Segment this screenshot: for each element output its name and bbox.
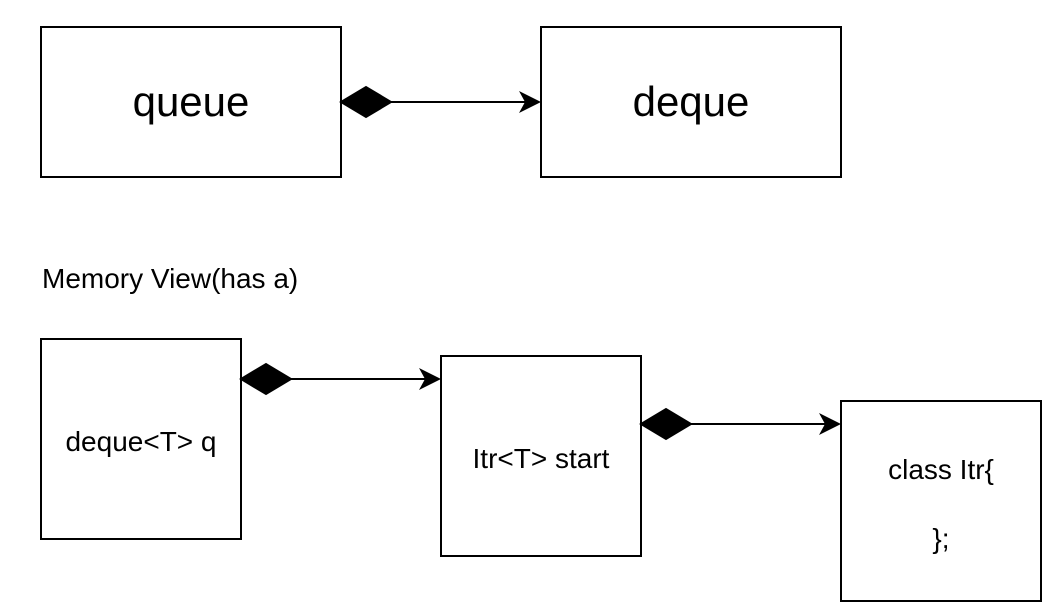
deque-q-box — [40, 338, 242, 540]
composition-diamond-icon — [239, 362, 293, 396]
queue-box — [40, 26, 342, 178]
class-itr-box — [840, 400, 1042, 602]
composition-diamond-icon — [639, 407, 693, 441]
itr-start-label: Itr<T> start — [473, 443, 610, 474]
class-itr-line2: }; — [932, 523, 949, 554]
queue-label: queue — [133, 78, 250, 125]
composition-connector-queue-deque — [339, 85, 541, 119]
composition-diamond-icon — [339, 85, 393, 119]
deque-q-label: deque<T> q — [65, 426, 216, 457]
deque-box — [540, 26, 842, 178]
class-itr-line1: class Itr{ — [888, 454, 994, 485]
itr-start-box — [440, 355, 642, 557]
memory-view-label: Memory View(has a) — [42, 263, 298, 294]
deque-label: deque — [633, 78, 750, 125]
composition-connector-q-itr — [239, 362, 441, 396]
composition-connector-itr-class — [639, 407, 841, 441]
